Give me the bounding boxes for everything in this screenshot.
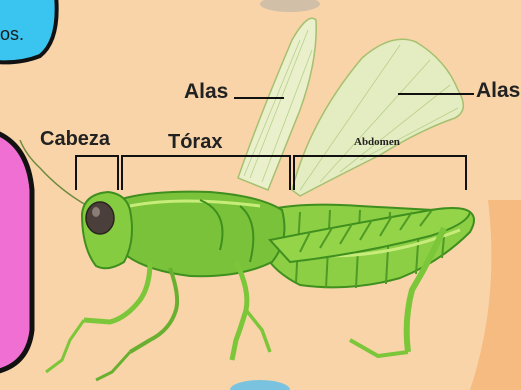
label-abdomen: Abdomen (354, 136, 400, 148)
label-torax: Tórax (168, 131, 222, 154)
front-leg (84, 262, 150, 322)
compound-eye (86, 202, 114, 234)
blue-patch (230, 380, 290, 390)
cabeza-bracket (76, 156, 118, 190)
label-cabeza: Cabeza (40, 128, 110, 151)
label-alas-left: Alas (184, 80, 228, 104)
middle-leg (232, 262, 247, 360)
hind-wing (292, 39, 463, 196)
orange-patch (470, 200, 521, 390)
bubble-text: os. (0, 24, 24, 45)
pink-side-panel (0, 132, 32, 372)
label-alas-right: Alas (476, 79, 520, 103)
decor-smudge (260, 0, 320, 12)
front-leg-2 (130, 268, 177, 352)
